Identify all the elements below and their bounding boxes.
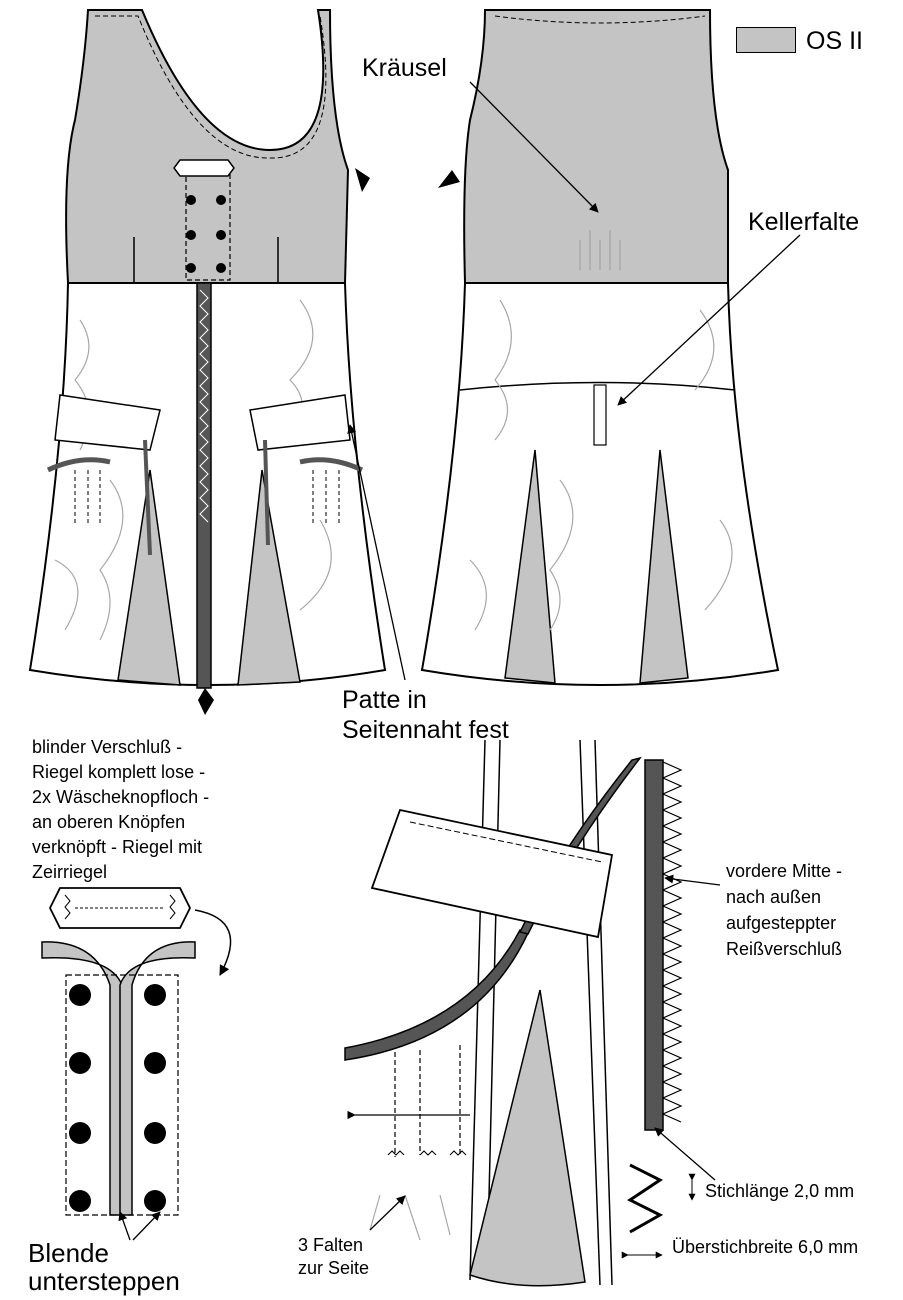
pointer-arrows xyxy=(118,81,801,1241)
front-godet-right xyxy=(237,469,301,686)
back-bodice xyxy=(463,9,729,284)
pocket-detail xyxy=(344,739,696,1287)
front-view xyxy=(28,9,387,715)
detail-godet xyxy=(469,989,586,1287)
front-placket xyxy=(185,169,231,281)
legend-label: OS II xyxy=(806,27,863,55)
zipper-note: vordere Mitte - nach außen aufgesteppter… xyxy=(726,858,842,962)
strap-detail xyxy=(41,887,232,1216)
label-patte-line2: Seitennaht fest xyxy=(342,716,509,744)
front-pocket-flap-left xyxy=(54,394,161,451)
legend-swatch xyxy=(736,27,796,53)
back-skirt xyxy=(420,282,780,686)
zipper-note-line: nach außen xyxy=(726,887,822,907)
closure-note: blinder Verschluß - Riegel komplett lose… xyxy=(32,735,209,885)
front-godet-left xyxy=(117,469,181,686)
label-patte-line1: Patte in xyxy=(342,686,427,714)
label-pleats-line2: zur Seite xyxy=(298,1258,370,1278)
front-pocket-flap-right xyxy=(249,394,351,451)
closure-note-line: Zeirriegel xyxy=(32,862,108,882)
label-kraeusel: Kräusel xyxy=(362,54,447,82)
closure-note-line: 2x Wäscheknopfloch - xyxy=(32,787,210,807)
back-view xyxy=(420,9,780,686)
detail-zipper-tape xyxy=(644,759,664,1131)
label-kellerfalte: Kellerfalte xyxy=(748,208,860,236)
closure-note-line: Riegel komplett lose - xyxy=(32,762,206,782)
label-blende-line2: untersteppen xyxy=(28,1266,180,1296)
stitch-diagram xyxy=(627,1163,664,1234)
strap-band-right xyxy=(119,941,196,1216)
front-tab xyxy=(173,159,235,177)
zipper-note-line: aufgesteppter xyxy=(726,913,837,933)
front-bodice xyxy=(65,9,350,284)
back-godet-right xyxy=(639,449,689,684)
label-stitch-length: Stichlänge 2,0 mm xyxy=(705,1181,855,1201)
zipper-note-line: vordere Mitte - xyxy=(726,861,843,881)
back-godet-left xyxy=(504,449,556,684)
closure-note-line: verknöpft - Riegel mit xyxy=(32,837,203,857)
strap-band-left xyxy=(41,941,123,1216)
zipper-note-line: Reißverschluß xyxy=(726,939,843,959)
label-pleats-line1: 3 Falten xyxy=(298,1235,364,1255)
detail-pocket-flap xyxy=(370,808,614,939)
closure-note-line: blinder Verschluß - xyxy=(32,737,183,757)
label-blende-line1: Blende xyxy=(28,1238,109,1268)
label-overstitch-width: Überstichbreite 6,0 mm xyxy=(672,1237,859,1257)
closure-note-line: an oberen Knöpfen xyxy=(32,812,186,832)
